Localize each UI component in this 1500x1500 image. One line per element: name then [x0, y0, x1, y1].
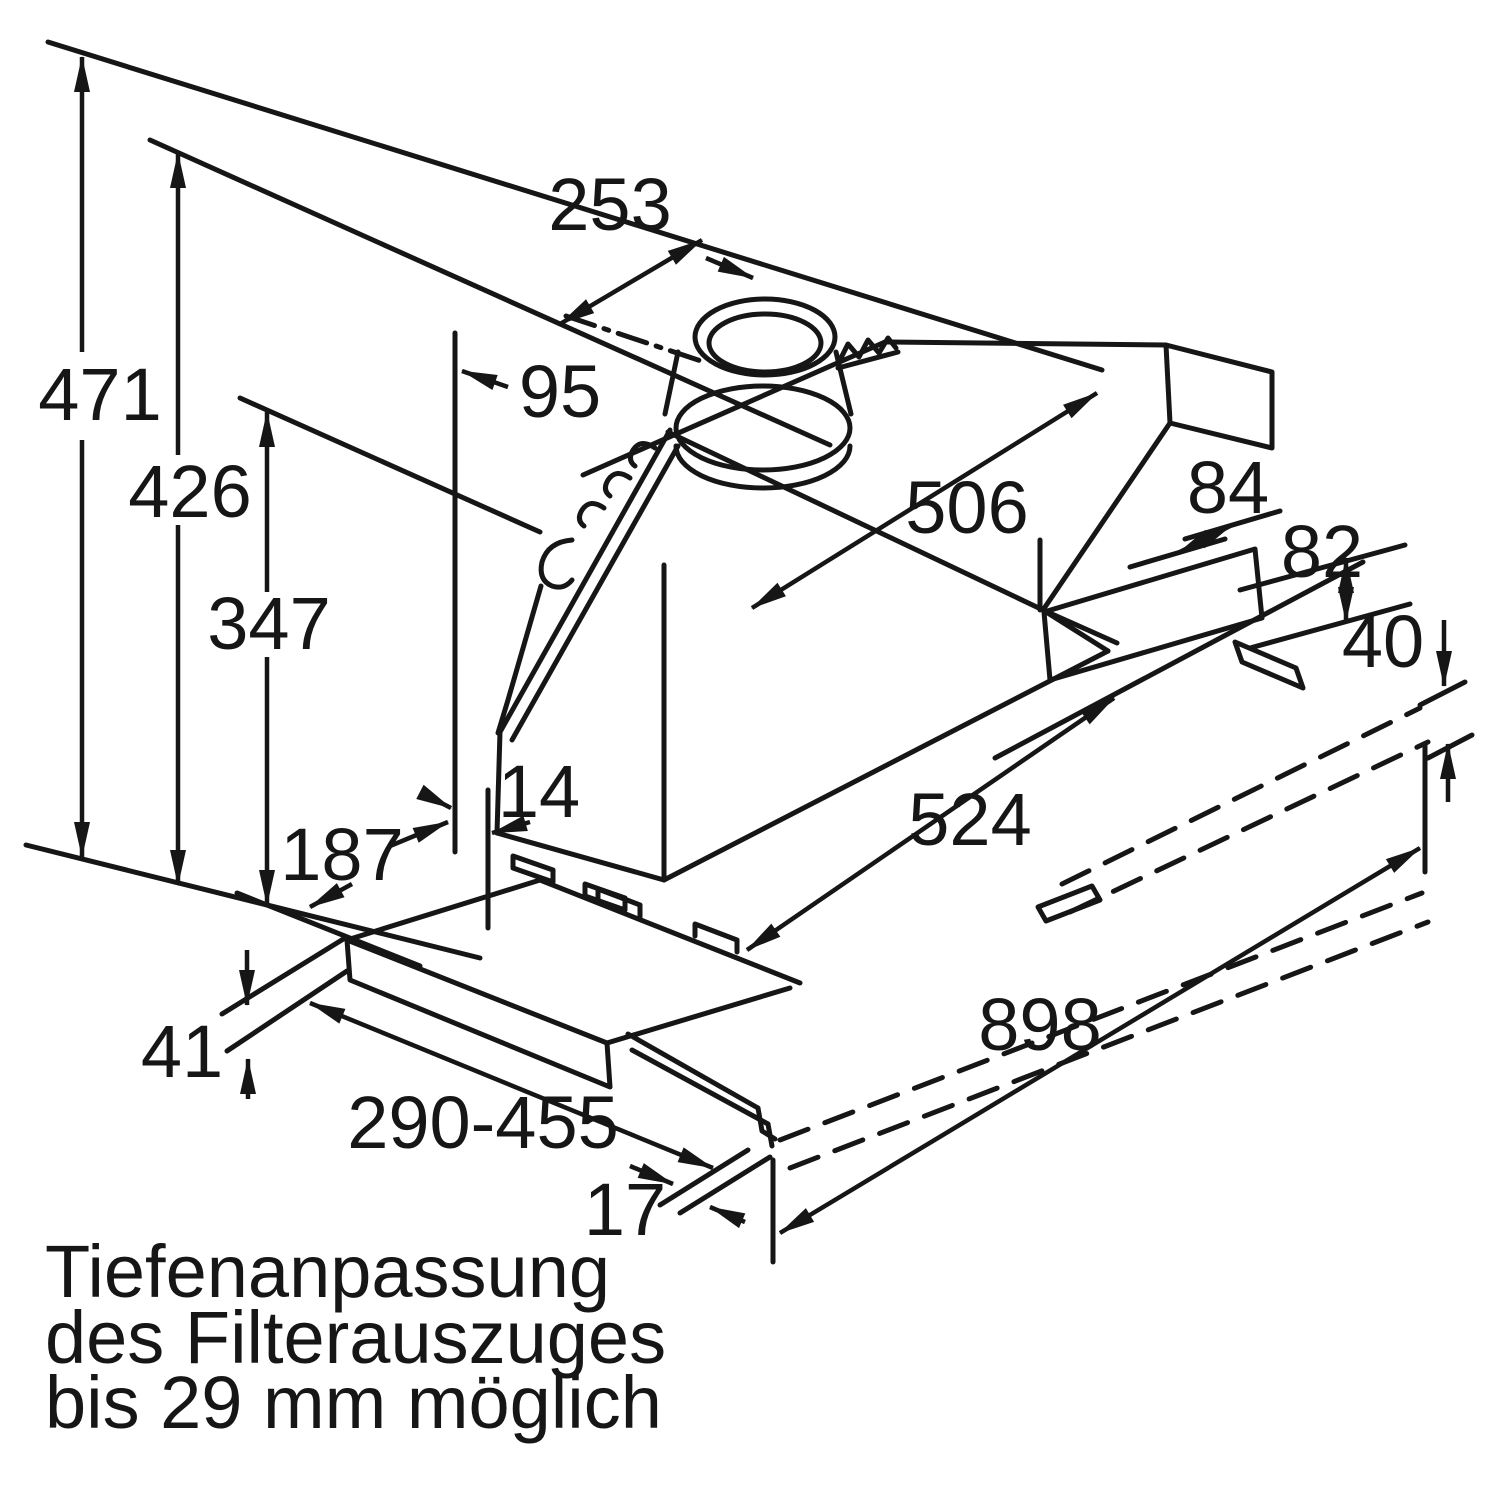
rail-lip	[1232, 639, 1306, 691]
dim-label-14: 14	[498, 750, 580, 833]
depth-adjustment-note: Tiefenanpassung des Filterauszuges bis 2…	[45, 1230, 666, 1444]
duct-collar	[662, 296, 901, 491]
dimension-labels: 253 471 426 347 95 506 84 82 40 14 187 5…	[38, 163, 1424, 1251]
dim-label-471: 471	[38, 353, 161, 436]
note-line-1: Tiefenanpassung	[45, 1230, 610, 1313]
dim-label-506: 506	[905, 466, 1028, 549]
note-line-3: bis 29 mm möglich	[45, 1361, 662, 1444]
dim-label-187: 187	[280, 813, 403, 896]
dim-label-253: 253	[548, 163, 671, 246]
drawer-notch	[595, 886, 643, 920]
drawer-lip-bar	[625, 1031, 761, 1111]
dim-label-82: 82	[1281, 510, 1363, 593]
hood-body	[494, 339, 1275, 913]
dim-label-17: 17	[584, 1168, 666, 1251]
drawer-notch	[692, 921, 740, 955]
mounting-spring-clips	[495, 441, 658, 736]
note-line-2: des Filterauszuges	[45, 1296, 666, 1379]
dim-label-84: 84	[1187, 446, 1269, 529]
dim-label-40: 40	[1342, 600, 1424, 683]
dim-label-41: 41	[141, 1010, 223, 1093]
dim-label-347: 347	[207, 582, 330, 665]
dimension-lines	[74, 56, 1456, 1235]
countertop-dashed-lines	[777, 705, 1431, 1171]
switch-cutout	[1035, 883, 1103, 924]
dim-label-524: 524	[908, 778, 1031, 861]
collar-clip	[835, 335, 899, 367]
dim-label-426: 426	[128, 450, 251, 533]
dim-label-95: 95	[519, 350, 601, 433]
dim-label-290-455: 290-455	[347, 1081, 619, 1164]
dim-label-898: 898	[978, 983, 1101, 1066]
